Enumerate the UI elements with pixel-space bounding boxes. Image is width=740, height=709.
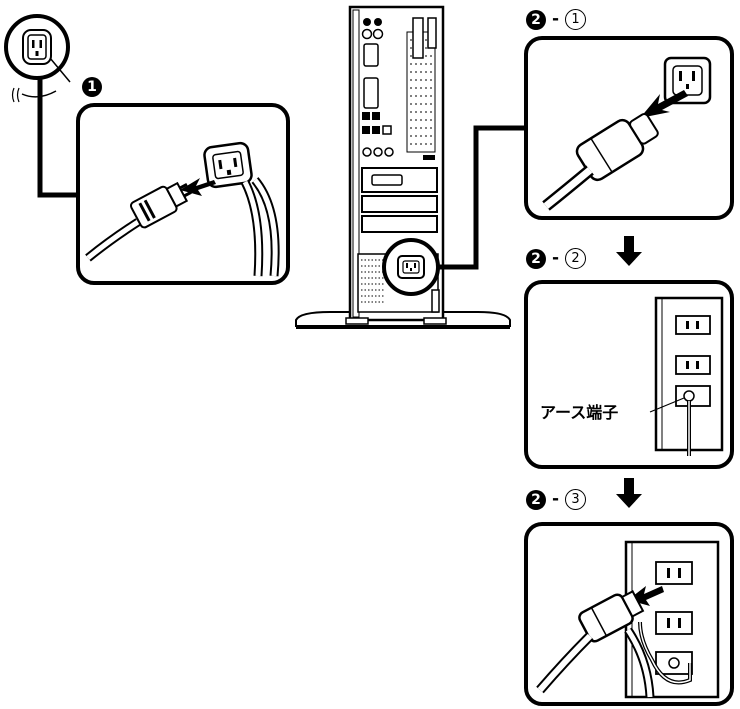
panel-step2-2 — [524, 280, 734, 469]
step-number-badge: 2 — [526, 489, 546, 510]
step2-3-label: 2-3 — [526, 489, 587, 510]
ground-terminal-label: アース端子 — [538, 403, 621, 422]
step2-2-label: 2-2 — [526, 248, 587, 269]
substep-number: 3 — [565, 489, 587, 510]
step-separator: - — [552, 9, 560, 29]
step-separator: - — [552, 248, 560, 268]
pc-tower-rear — [295, 5, 511, 329]
panel-step2-1 — [524, 36, 734, 220]
step1-label: 1 — [82, 77, 102, 97]
leader-line-step2 — [438, 125, 526, 270]
step-number-badge: 2 — [526, 248, 546, 269]
step-separator: - — [552, 489, 560, 509]
down-arrow-icon — [616, 478, 642, 508]
connector-detail-inset — [4, 14, 71, 103]
panel-step1 — [76, 103, 290, 285]
substep-number: 1 — [565, 9, 587, 30]
leader-line-step1 — [37, 78, 78, 198]
step-number-badge: 1 — [82, 77, 102, 97]
panel-step2-3 — [524, 522, 734, 706]
down-arrow-icon — [616, 236, 642, 266]
step2-1-label: 2-1 — [526, 9, 587, 30]
step-number-badge: 2 — [526, 9, 546, 30]
substep-number: 2 — [565, 248, 587, 269]
